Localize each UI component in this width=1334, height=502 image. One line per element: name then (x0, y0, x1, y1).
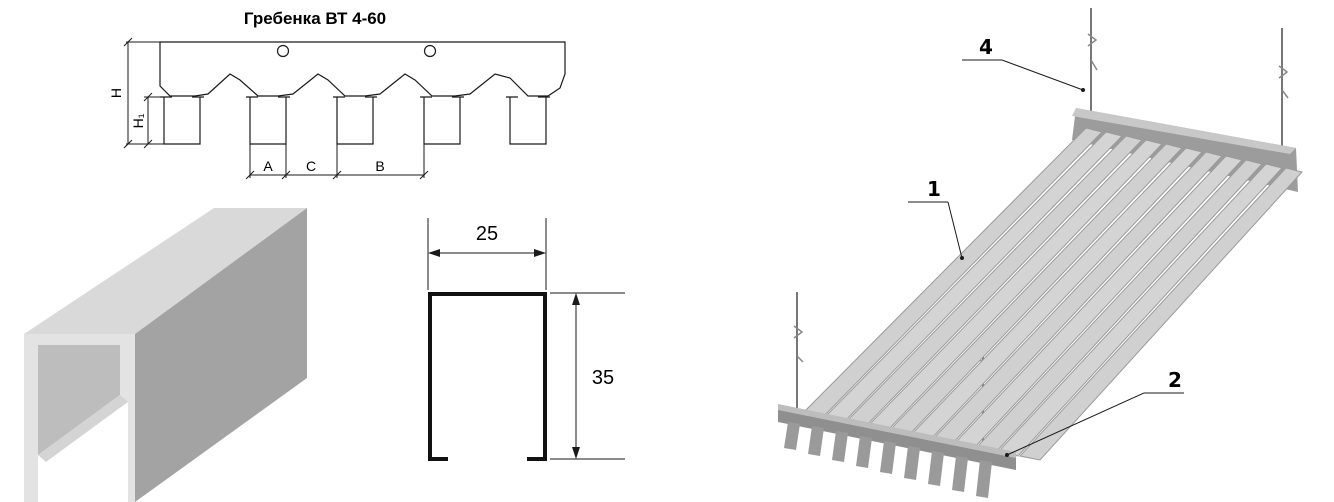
comb-hole-left (276, 44, 290, 58)
back-carrier-top (1072, 108, 1296, 154)
profile-side-face (135, 208, 307, 502)
callout-dot-4 (1081, 88, 1085, 92)
comb-hole-right (423, 44, 437, 58)
profile-inner-lip (38, 395, 128, 462)
callout-dot-1 (960, 256, 964, 260)
callout-4: 4 (979, 35, 993, 59)
callout-dot-2 (1005, 453, 1009, 457)
dim-width-arrow-left (428, 249, 440, 257)
dim-abc-lines (245, 144, 429, 180)
profile-3d-render (24, 208, 307, 502)
dim-height-label: 35 (592, 367, 614, 389)
comb-profiles (160, 96, 550, 145)
dim-height-lines (550, 292, 625, 460)
slats (798, 127, 1303, 461)
dim-h-lines (123, 37, 164, 149)
comb-outline (159, 41, 566, 97)
profile-top-face (24, 208, 307, 334)
profile-cross-section: 25 35 (427, 218, 625, 461)
dim-height-arrow-top (572, 293, 580, 305)
dim-height-arrow-bottom (572, 447, 580, 459)
profile-section-outline (428, 292, 547, 461)
callout-2: 2 (1168, 368, 1182, 392)
dim-width-arrow-right (534, 249, 546, 257)
profile-inner-face (38, 345, 120, 455)
comb-drawing: Гребенка ВТ 4-60 H H₁ (108, 9, 566, 180)
dim-width-label: 25 (476, 223, 498, 245)
comb-profile-4 (420, 96, 464, 145)
comb-title: Гребенка ВТ 4-60 (244, 9, 386, 28)
callout-leaders (908, 59, 1184, 456)
comb-profile-2 (246, 96, 290, 145)
comb-profile-3 (333, 96, 377, 145)
comb-profile-5 (506, 96, 550, 145)
profile-inner-opening (46, 402, 128, 502)
dim-c-label: C (306, 158, 316, 174)
ceiling-assembly: 4 1 2 (778, 8, 1303, 498)
dim-a-label: A (263, 158, 273, 174)
dim-b-label: B (375, 158, 384, 174)
dim-h-label: H (108, 88, 124, 98)
comb-profile-1 (160, 96, 204, 145)
dim-h1-label: H₁ (130, 113, 146, 128)
dim-width-lines (427, 218, 547, 290)
callout-1: 1 (927, 177, 941, 201)
front-carrier-top (778, 404, 1016, 458)
front-carrier-teeth (784, 422, 992, 498)
front-carrier (778, 408, 1016, 470)
